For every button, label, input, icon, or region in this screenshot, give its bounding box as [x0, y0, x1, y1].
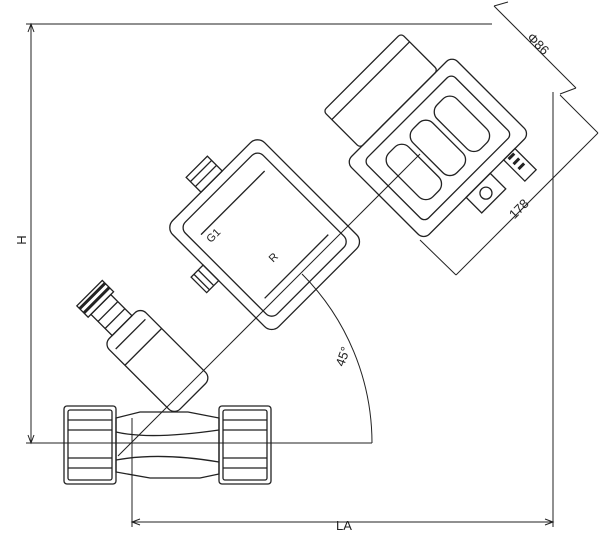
diameter-dimension — [493, 1, 577, 95]
actuator — [169, 139, 361, 331]
height-dimension — [26, 22, 492, 445]
length-dimension — [130, 92, 555, 527]
length-178-dimension — [419, 94, 599, 276]
length-label: LA — [336, 518, 352, 533]
diameter-label: Φ86 — [524, 30, 552, 58]
angle-indicator — [117, 153, 421, 457]
angle-label: 45° — [332, 345, 353, 369]
radius-label: R — [267, 251, 281, 265]
height-label: H — [14, 235, 29, 244]
actuator-length-label: 178 — [506, 196, 532, 222]
limit-switch-box — [324, 34, 538, 238]
drawing-lines — [26, 1, 599, 527]
valve-body — [63, 279, 272, 485]
